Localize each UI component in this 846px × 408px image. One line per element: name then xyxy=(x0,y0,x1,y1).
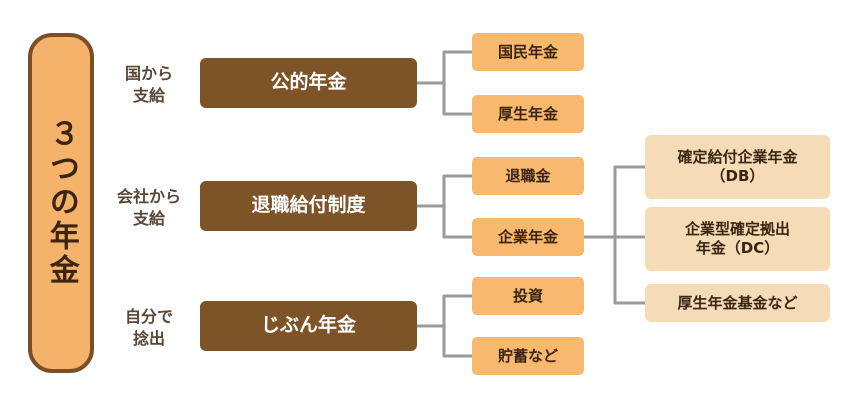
item-employee-pension: 厚生年金 xyxy=(472,95,584,133)
item-investment: 投資 xyxy=(472,277,584,315)
system-public-pension: 公的年金 xyxy=(200,58,417,108)
sub-item-dc: 企業型確定拠出年金（DC） xyxy=(645,207,830,271)
connector-public xyxy=(417,50,472,116)
system-personal-pension: じぶん年金 xyxy=(200,301,417,351)
connector-retirement xyxy=(417,174,472,239)
sub-item-pension-fund: 厚生年金基金など xyxy=(645,284,830,322)
system-retirement-benefit: 退職給付制度 xyxy=(200,181,417,231)
sub-item-db: 確定給付企業年金（DB） xyxy=(645,135,830,199)
source-label-self: 自分で捻出 xyxy=(124,307,173,348)
source-label-government: 国から支給 xyxy=(124,64,173,105)
root-title: ３つの年金 xyxy=(28,33,94,373)
item-retirement-allowance: 退職金 xyxy=(472,157,584,195)
item-corporate-pension: 企業年金 xyxy=(472,218,584,256)
item-savings: 貯蓄など xyxy=(472,337,584,375)
source-label-company: 会社から支給 xyxy=(116,187,181,228)
connector-personal xyxy=(417,294,472,358)
item-national-pension: 国民年金 xyxy=(472,33,584,71)
connector-corporate xyxy=(584,165,645,305)
